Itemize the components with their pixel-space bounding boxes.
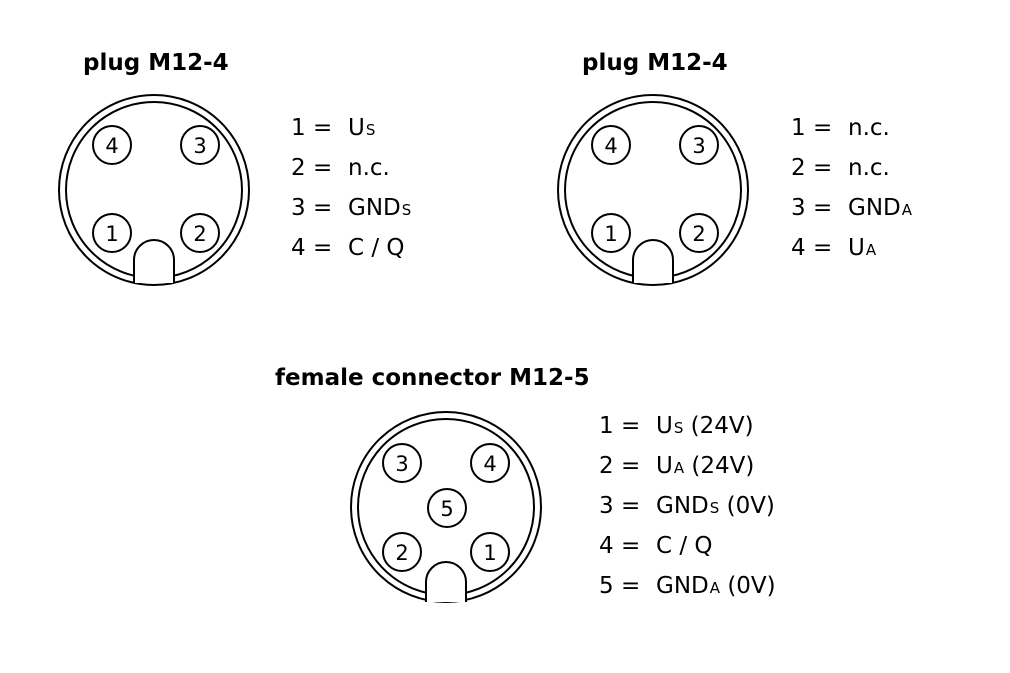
pin-2: 2 (679, 213, 719, 253)
pin-signal: US (348, 115, 376, 141)
pin-number: 2 = (291, 155, 333, 181)
coding-key (133, 239, 175, 283)
pin-3: 3 (382, 443, 422, 483)
pin-assignment-row: 4 = C / Q (599, 526, 776, 566)
plug-m12-4-right-face: 4 3 1 2 (557, 94, 749, 286)
pin-1: 1 (470, 532, 510, 572)
pin-signal: n.c. (848, 155, 890, 181)
pin-signal: C / Q (348, 235, 405, 261)
pin-signal: UA (848, 235, 877, 261)
pin-signal: GNDA (848, 195, 913, 221)
svg-text:5: 5 (440, 497, 453, 521)
pin-number: 4 = (599, 533, 641, 559)
coding-key (632, 239, 674, 283)
svg-text:2: 2 (395, 541, 408, 565)
female-connector-m12-5-face: 3 4 5 2 1 (350, 411, 542, 603)
pin-signal: n.c. (848, 115, 890, 141)
pin-assignment-row: 4 = UA (791, 228, 912, 268)
connector-outer-ring (58, 94, 250, 286)
pin-number: 1 = (599, 413, 641, 439)
pin-assignment-row: 2 = n.c. (291, 148, 411, 188)
pin-number: 4 = (791, 235, 833, 261)
pin-assignment-row: 4 = C / Q (291, 228, 411, 268)
pin-assignment-row: 2 = n.c. (791, 148, 912, 188)
pin-3: 3 (679, 125, 719, 165)
pin-2: 2 (180, 213, 220, 253)
pin-signal: UA (24V) (656, 453, 755, 479)
pin-5: 5 (427, 488, 467, 528)
pin-assignment-row: 5 = GNDA (0V) (599, 566, 776, 606)
pin-assignment-row: 3 = GNDS (291, 188, 411, 228)
svg-text:2: 2 (193, 222, 206, 246)
connector-outer-ring (557, 94, 749, 286)
pin-number: 2 = (599, 453, 641, 479)
pin-signal: GNDA (0V) (656, 573, 776, 599)
pin-signal: GNDS (0V) (656, 493, 775, 519)
pin-number: 3 = (599, 493, 641, 519)
pin-assignment-row: 1 = US (291, 108, 411, 148)
pin-4: 4 (591, 125, 631, 165)
svg-text:1: 1 (483, 541, 496, 565)
pin-number: 4 = (291, 235, 333, 261)
pin-assignment-row: 3 = GNDS (0V) (599, 486, 776, 526)
svg-text:1: 1 (604, 222, 617, 246)
pin-number: 3 = (791, 195, 833, 221)
pin-1: 1 (591, 213, 631, 253)
pin-assignment-row: 2 = UA (24V) (599, 446, 776, 486)
pin-4: 4 (92, 125, 132, 165)
pin-4: 4 (470, 443, 510, 483)
pin-signal: US (24V) (656, 413, 754, 439)
plug-m12-4-left-face: 4 3 1 2 (58, 94, 250, 286)
pin-number: 2 = (791, 155, 833, 181)
pin-signal: C / Q (656, 533, 713, 559)
pin-3: 3 (180, 125, 220, 165)
svg-text:4: 4 (604, 134, 617, 158)
coding-key (425, 561, 467, 602)
pin-assignment-table-bottom: 1 = US (24V) 2 = UA (24V) 3 = GNDS (0V) … (599, 406, 776, 606)
pin-assignment-table-left: 1 = US 2 = n.c. 3 = GNDS 4 = C / Q (291, 108, 411, 268)
pin-number: 1 = (791, 115, 833, 141)
pin-assignment-row: 1 = US (24V) (599, 406, 776, 446)
svg-text:3: 3 (193, 134, 206, 158)
pin-number: 5 = (599, 573, 641, 599)
plug-m12-4-left-title: plug M12-4 (83, 50, 229, 76)
svg-text:4: 4 (483, 452, 496, 476)
pin-number: 1 = (291, 115, 333, 141)
female-connector-m12-5-title: female connector M12-5 (275, 365, 590, 391)
svg-text:1: 1 (105, 222, 118, 246)
pin-assignment-row: 1 = n.c. (791, 108, 912, 148)
svg-text:3: 3 (395, 452, 408, 476)
pin-assignment-row: 3 = GNDA (791, 188, 912, 228)
svg-text:3: 3 (692, 134, 705, 158)
svg-text:2: 2 (692, 222, 705, 246)
pin-1: 1 (92, 213, 132, 253)
plug-m12-4-right-title: plug M12-4 (582, 50, 728, 76)
pin-signal: n.c. (348, 155, 390, 181)
pin-number: 3 = (291, 195, 333, 221)
pin-signal: GNDS (348, 195, 412, 221)
svg-text:4: 4 (105, 134, 118, 158)
pin-assignment-table-right: 1 = n.c. 2 = n.c. 3 = GNDA 4 = UA (791, 108, 912, 268)
pin-2: 2 (382, 532, 422, 572)
